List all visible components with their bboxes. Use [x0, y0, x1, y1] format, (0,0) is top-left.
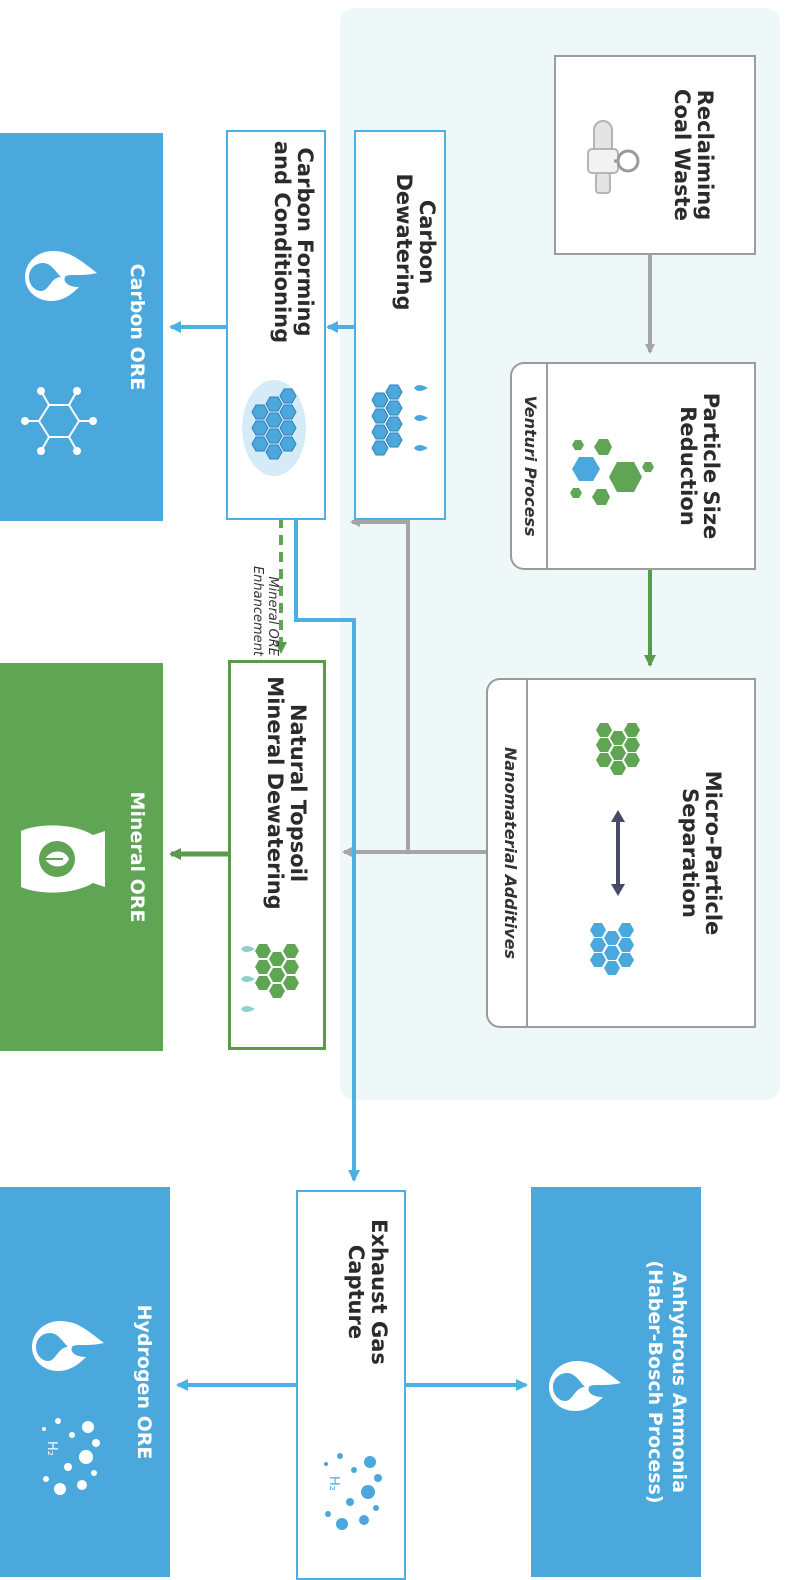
separation-arrow-icon: [590, 723, 640, 975]
molecule-icon: [21, 387, 97, 455]
svg-text:H₂: H₂: [44, 1441, 59, 1456]
water-drop-hex-icon: [241, 944, 299, 1012]
ammonia-title: Anhydrous Ammonia (Haber-Bosch Process): [644, 1260, 690, 1504]
valve-pipe-icon: [587, 120, 640, 194]
particle-title: Particle Size Reduction: [676, 392, 723, 540]
micro-particle-separation-box: Micro-Particle Separation: [526, 678, 756, 1028]
water-drop-hex-icon: [371, 384, 428, 456]
topsoil-dewatering-box: Natural Topsoil Mineral Dewatering: [228, 660, 326, 1050]
topsoil-title: Natural Topsoil Mineral Dewatering: [263, 676, 310, 910]
hydrogen-ore-output: Hydrogen ORE H₂: [0, 1187, 170, 1577]
exhaust-gas-capture-box: Exhaust Gas Capture H₂: [296, 1190, 406, 1580]
flame-icon: [549, 1361, 621, 1411]
hexagon-particles-icon: [570, 439, 654, 505]
carbon-dewatering-box: Carbon Dewatering: [354, 130, 446, 520]
flame-icon: [25, 251, 97, 301]
particle-size-reduction-box: Particle Size Reduction: [546, 362, 756, 570]
micro-title: Micro-Particle Separation: [678, 770, 725, 936]
anhydrous-ammonia-output: Anhydrous Ammonia (Haber-Bosch Process): [531, 1187, 701, 1577]
fertilizer-bag-icon: [21, 825, 105, 893]
reclaiming-title: Reclaiming Coal Waste: [670, 89, 717, 221]
hex-cluster-icon: [242, 380, 306, 476]
carbon-ore-output: Carbon ORE: [0, 133, 163, 521]
arrow-forming-to-exhaust: [294, 518, 360, 1182]
svg-text:H₂: H₂: [326, 1476, 341, 1491]
nanomaterial-additives-tab: Nanomaterial Additives: [486, 678, 526, 1028]
dewatering-title: Carbon Dewatering: [392, 173, 439, 311]
exhaust-title: Exhaust Gas Capture: [344, 1219, 391, 1365]
forming-title: Carbon Forming and Conditioning: [270, 140, 317, 344]
flame-icon: [32, 1321, 104, 1371]
h2-bubbles-icon: H₂: [324, 1453, 382, 1530]
venturi-process-tab: Venturi Process: [510, 362, 546, 570]
reclaiming-coal-waste-box: Reclaiming Coal Waste: [554, 55, 756, 255]
h2-bubbles-icon: H₂: [42, 1418, 100, 1495]
carbon-forming-box: Carbon Forming and Conditioning: [226, 130, 326, 520]
mineral-ore-output: Mineral ORE: [0, 663, 163, 1051]
mineral-ore-enhancement-label: Mineral ORE Enhancement: [250, 565, 280, 656]
arrow-to-carbon-dewatering: [350, 517, 410, 852]
